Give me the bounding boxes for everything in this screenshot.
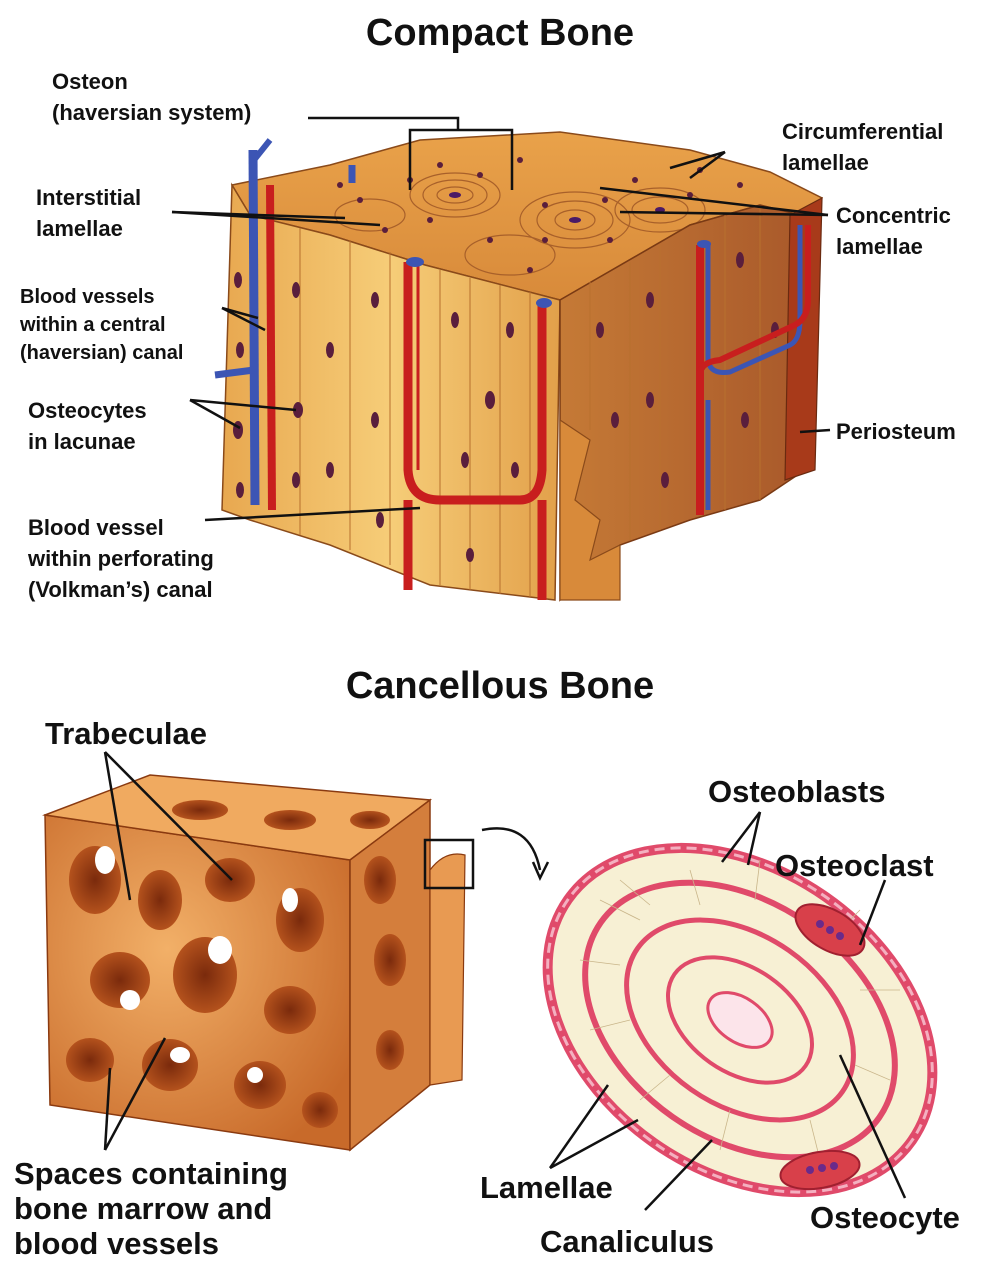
label-spaces-line1: Spaces containing [14, 1156, 288, 1191]
label-periosteum: Periosteum [836, 416, 956, 447]
label-osteon-line2: (haversian system) [52, 97, 251, 128]
label-osteocytes-line1: Osteocytes [28, 395, 147, 426]
label-lamellae: Lamellae [480, 1170, 613, 1205]
label-osteocytes-lacunae: Osteocytes in lacunae [28, 395, 147, 457]
label-perforating-line1: Blood vessel [28, 512, 214, 543]
label-concentric-lamellae: Concentric lamellae [836, 200, 951, 262]
label-perforating-line3: (Volkman’s) canal [28, 574, 214, 605]
label-perforating-line2: within perforating [28, 543, 214, 574]
label-osteoclast: Osteoclast [775, 848, 934, 883]
label-interstitial-lamellae: Interstitial lamellae [36, 182, 141, 244]
label-osteoblasts: Osteoblasts [708, 774, 885, 809]
label-concentric-line1: Concentric [836, 200, 951, 231]
label-osteon: Osteon (haversian system) [52, 66, 251, 128]
label-blood-vessels-central: Blood vessels within a central (haversia… [20, 283, 183, 367]
label-marrow-spaces: Spaces containing bone marrow and blood … [14, 1156, 288, 1261]
label-spaces-line2: bone marrow and [14, 1191, 288, 1226]
label-osteon-line1: Osteon [52, 66, 251, 97]
label-circumferential-line2: lamellae [782, 147, 943, 178]
label-trabeculae: Trabeculae [45, 716, 207, 751]
label-interstitial-line2: lamellae [36, 213, 141, 244]
label-vessels-central-line3: (haversian) canal [20, 339, 183, 367]
label-vessels-central-line1: Blood vessels [20, 283, 183, 311]
label-vessels-central-line2: within a central [20, 311, 183, 339]
label-spaces-line3: blood vessels [14, 1226, 288, 1261]
periosteum-layer [785, 198, 822, 480]
label-blood-vessel-perforating: Blood vessel within perforating (Volkman… [28, 512, 214, 605]
zoom-arrow [482, 828, 540, 870]
label-osteocyte: Osteocyte [810, 1200, 960, 1235]
label-circumferential-line1: Circumferential [782, 116, 943, 147]
label-interstitial-line1: Interstitial [36, 182, 141, 213]
label-osteocytes-line2: in lacunae [28, 426, 147, 457]
label-concentric-line2: lamellae [836, 231, 951, 262]
label-canaliculus: Canaliculus [540, 1224, 714, 1259]
label-circumferential-lamellae: Circumferential lamellae [782, 116, 943, 178]
